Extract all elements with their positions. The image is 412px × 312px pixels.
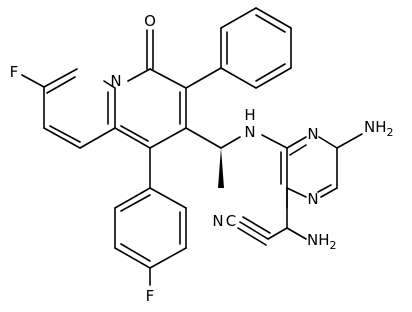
pyrimidine-n-bottom-label: N xyxy=(307,190,318,208)
bonds xyxy=(21,7,363,286)
bond xyxy=(120,243,151,262)
bond xyxy=(261,134,288,149)
bond xyxy=(43,127,81,149)
bond xyxy=(103,80,116,89)
amine-n-label: N xyxy=(244,123,255,141)
bond xyxy=(286,227,307,240)
bond xyxy=(255,67,292,89)
bond xyxy=(127,68,151,82)
bond xyxy=(318,136,338,149)
atom-labels: O N F F H N N N NH2 NH2 N C xyxy=(10,12,394,305)
bond xyxy=(114,247,151,269)
amino-bottom-subscript: 2 xyxy=(330,239,337,252)
bond xyxy=(43,68,78,88)
bond xyxy=(239,221,269,240)
bond xyxy=(286,136,307,149)
amine-h-label: H xyxy=(244,106,255,124)
nitrile-n-label: N xyxy=(212,212,223,230)
fluorine-bottom-label: F xyxy=(146,287,155,305)
bond xyxy=(49,125,81,143)
bond xyxy=(336,133,363,149)
bond xyxy=(320,187,338,198)
amino-top-label: NH2 xyxy=(364,118,394,139)
bond xyxy=(220,67,257,89)
bond xyxy=(185,67,222,89)
bond xyxy=(237,227,267,246)
bond xyxy=(255,14,286,33)
bond xyxy=(46,76,76,94)
fluorine-top-label: F xyxy=(10,63,19,81)
bond xyxy=(267,227,288,240)
bond xyxy=(185,127,222,149)
bond xyxy=(120,125,149,142)
stereo-wedge xyxy=(218,148,224,188)
bond xyxy=(79,127,116,149)
bond xyxy=(242,216,271,234)
bond xyxy=(149,247,187,269)
oxygen-label: O xyxy=(144,12,156,30)
bond xyxy=(149,187,187,209)
amino-top-text: NH xyxy=(364,118,387,136)
bond xyxy=(220,7,257,29)
bond xyxy=(149,127,187,149)
amino-top-subscript: 2 xyxy=(387,126,394,139)
amino-bottom-text: NH xyxy=(307,231,330,249)
bond xyxy=(255,7,292,29)
bond xyxy=(149,68,187,89)
bond xyxy=(286,187,307,198)
pyrimidine-n-top-label: N xyxy=(307,125,318,143)
bond xyxy=(21,74,45,88)
nitrile-c-label: C xyxy=(226,212,236,230)
amino-bottom-label: NH2 xyxy=(307,231,337,252)
bond xyxy=(114,187,151,209)
ring-nitrogen-label: N xyxy=(110,72,121,90)
bond xyxy=(317,184,332,193)
bond xyxy=(220,136,241,149)
bond xyxy=(289,144,307,156)
bond xyxy=(114,127,151,149)
bond xyxy=(255,63,286,82)
bond xyxy=(120,194,151,212)
